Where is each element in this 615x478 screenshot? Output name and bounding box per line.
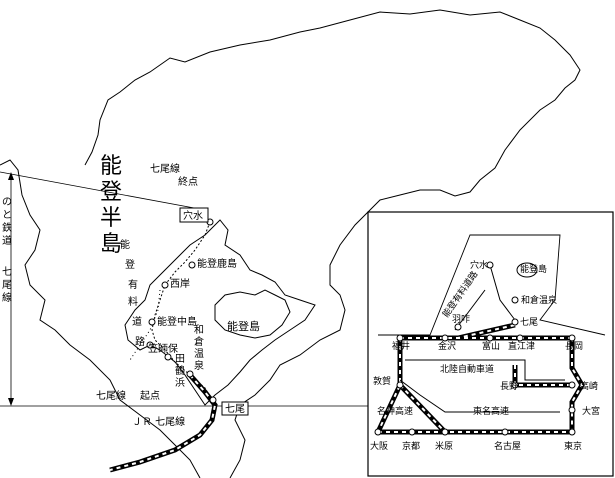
svg-text:和: 和: [194, 324, 204, 336]
notojima-island: [214, 289, 291, 339]
svg-text:能: 能: [120, 238, 130, 251]
map-title: 能登半島: [100, 154, 122, 257]
inset-peninsula: [378, 234, 606, 336]
station-nishigishi: [161, 281, 169, 289]
inset-toyama-label: 富山: [482, 340, 500, 352]
left-railway-vertical: の と 鉄 道 七 尾 線: [2, 197, 12, 304]
inset-anamizu: 穴水: [470, 259, 488, 271]
inset-kanazawa-label: 金沢: [438, 340, 456, 352]
inset-naoetsu-label: 直江津: [508, 340, 535, 352]
svg-text:道: 道: [132, 315, 142, 328]
svg-text:路: 路: [135, 335, 145, 348]
nanao-box-label: 七尾: [225, 403, 245, 415]
jr-line-label: ＪＲ 七尾線: [132, 415, 185, 428]
nanao-bay-outline: [124, 219, 316, 406]
station-nanao: [209, 396, 217, 404]
start-label: 起点: [140, 390, 160, 402]
inset-wakura-label: 和倉温泉: [521, 294, 557, 306]
nishigishi-label: 西岸: [170, 278, 190, 290]
anamizu-box-label: 穴水: [183, 209, 203, 222]
arrow-head-bottom: [8, 398, 14, 406]
inset-kyoto-label: 京都: [402, 440, 420, 452]
arrow-head-top: [8, 172, 14, 180]
anamizu-box: [179, 207, 209, 223]
inset-tsuruga-label: 敦賀: [373, 375, 391, 387]
inset-nagoya-label: 名古屋: [494, 440, 521, 452]
svg-text:と: と: [2, 209, 12, 221]
inset-nagano-label: 長野: [500, 381, 518, 392]
notokashima-label: 能登鹿島: [197, 257, 237, 270]
inset-noto-rail: [489, 264, 516, 321]
svg-text:の: の: [2, 197, 12, 208]
station-wakura: [186, 370, 194, 378]
inset-meishin-label: 名神高速: [377, 405, 413, 417]
end-reference-line: [0, 171, 206, 211]
inset-tokyo-label: 東京: [564, 440, 582, 452]
inset-toll-road: [454, 289, 486, 331]
peninsula-coastline: [0, 9, 581, 478]
svg-text:田: 田: [175, 354, 185, 365]
inset-takasaki-label: 高崎: [580, 380, 598, 392]
inset-rail-stripes: [377, 324, 584, 433]
kasashiho-label: 笠師保: [148, 342, 178, 355]
endpoint-line-label: 七尾線: [150, 162, 180, 175]
inset-fukui-label: 福井: [392, 340, 410, 352]
inset-meishin-tomei: [399, 379, 560, 413]
svg-text:倉: 倉: [194, 335, 204, 348]
inset-omiya-label: 大宮: [582, 405, 600, 417]
svg-text:尾: 尾: [2, 279, 12, 291]
inset-osaka-label: 大阪: [370, 440, 388, 452]
inset-hokuriku-label: 北陸自動車道: [440, 363, 494, 375]
noto-railway-line: [151, 221, 213, 401]
endpoint-label: 終点: [178, 175, 198, 188]
inset-nagaoka-label: 長岡: [565, 341, 583, 352]
inset-notojima-label: 能登島: [520, 263, 547, 275]
inset-notojima: [516, 262, 538, 278]
nanao-box: [221, 401, 249, 416]
tatsurahama-vertical: 田 鶴 浜: [175, 354, 185, 389]
inset-hokuriku-exp: [405, 359, 565, 381]
svg-text:鶴: 鶴: [175, 364, 185, 377]
inset-stations: [374, 261, 576, 436]
station-notonakajima: [148, 318, 156, 326]
inset-maibara-label: 米原: [435, 440, 453, 452]
jr-line-stripe: [109, 374, 217, 471]
inset-tomei-label: 東名高速: [473, 405, 509, 417]
svg-text:七: 七: [2, 266, 12, 278]
svg-text:浜: 浜: [175, 377, 185, 389]
inset-hakui-label: 羽咋: [452, 313, 470, 325]
svg-text:登: 登: [125, 258, 135, 271]
svg-text:鉄: 鉄: [2, 221, 12, 234]
notonakajima-label: 能登中島: [157, 315, 197, 328]
wakura-vertical: 和 倉 温 泉: [194, 324, 204, 372]
notojima-label: 能登島: [227, 319, 260, 333]
svg-text:温: 温: [194, 348, 204, 360]
svg-text:料: 料: [128, 295, 138, 308]
station-notokashima: [188, 261, 196, 269]
start-line-label: 七尾線: [96, 389, 126, 402]
inset-nanao-label: 七尾: [520, 317, 538, 328]
svg-text:有: 有: [128, 278, 138, 291]
station-kasashiho: [146, 341, 154, 349]
svg-text:線: 線: [2, 291, 12, 304]
station-tatsurahama: [164, 353, 172, 361]
svg-text:道: 道: [2, 234, 12, 247]
svg-text:泉: 泉: [194, 359, 204, 372]
toll-road-vertical: 能 登 有 料 道 路: [120, 238, 145, 348]
